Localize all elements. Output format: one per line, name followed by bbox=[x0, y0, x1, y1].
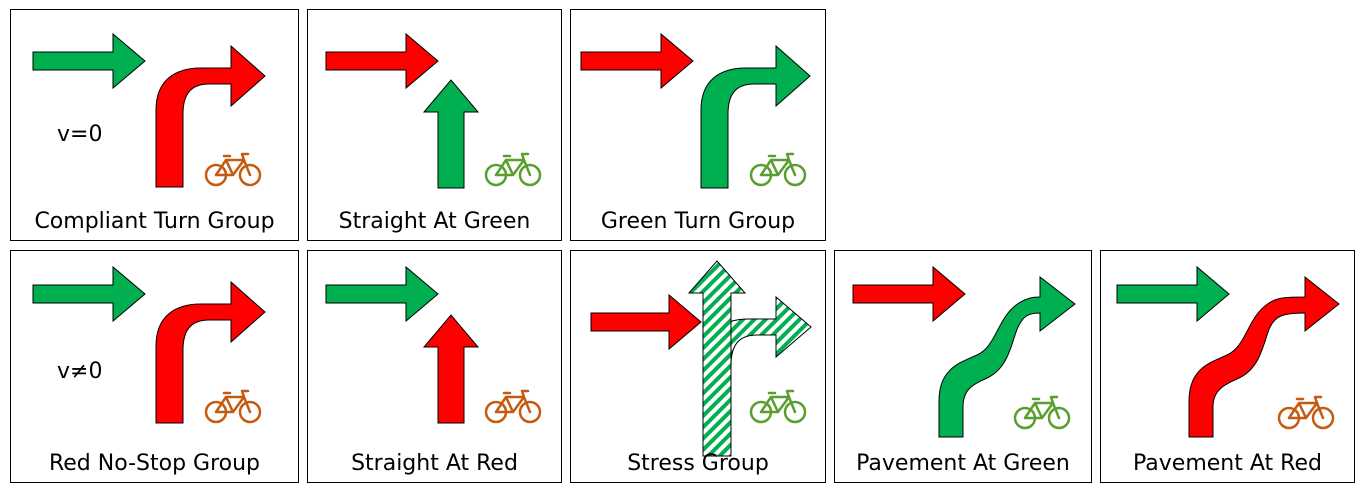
velocity-label: v≠0 bbox=[57, 359, 103, 384]
turn-arrow-icon bbox=[155, 280, 266, 424]
bicycle-icon bbox=[202, 385, 264, 425]
panel-straight-at-green: Straight At Green bbox=[307, 9, 562, 241]
panel-diagram bbox=[32, 265, 266, 424]
panel-caption: Stress Group bbox=[627, 451, 769, 476]
straight-arrow-icon bbox=[580, 32, 694, 90]
straight-arrow-icon bbox=[852, 265, 966, 323]
turn-arrow-icon bbox=[700, 44, 811, 189]
panel-caption: Pavement At Green bbox=[856, 451, 1070, 476]
bicycle-icon bbox=[1011, 391, 1073, 431]
panel-caption: Pavement At Red bbox=[1133, 451, 1322, 476]
bicycle-icon bbox=[747, 385, 809, 425]
up-arrow-icon bbox=[422, 314, 480, 424]
panel-caption: Red No-Stop Group bbox=[48, 451, 261, 476]
bicycle-icon bbox=[747, 148, 809, 188]
panel-caption: Compliant Turn Group bbox=[34, 209, 275, 234]
turn-arrow-icon bbox=[155, 44, 266, 188]
up-arrow-icon bbox=[422, 79, 480, 189]
panel-diagram bbox=[325, 32, 480, 189]
panel-diagram bbox=[1116, 265, 1340, 438]
s-curve-arrow-icon bbox=[938, 275, 1076, 438]
hatched-up-arrow-icon bbox=[687, 260, 747, 457]
straight-arrow-icon bbox=[32, 32, 146, 90]
straight-arrow-icon bbox=[325, 265, 439, 323]
straight-arrow-icon bbox=[1116, 265, 1230, 323]
bicycle-icon bbox=[482, 148, 544, 188]
panel-pavement-at-green: Pavement At Green bbox=[834, 250, 1092, 483]
panel-straight-at-red: Straight At Red bbox=[307, 250, 562, 483]
bicycle-icon bbox=[482, 385, 544, 425]
bicycle-icon bbox=[202, 148, 264, 188]
bicycle-icon bbox=[1275, 391, 1337, 431]
panel-diagram bbox=[852, 265, 1076, 438]
straight-arrow-icon bbox=[590, 293, 702, 351]
straight-arrow-icon bbox=[325, 32, 439, 90]
panel-diagram bbox=[590, 260, 812, 457]
panel-stress-group: Stress Group bbox=[570, 250, 826, 483]
velocity-label: v=0 bbox=[57, 122, 103, 147]
panel-diagram bbox=[580, 32, 811, 189]
panel-red-no-stop-group: v≠0 Red No-Stop Group bbox=[10, 250, 299, 483]
s-curve-arrow-icon bbox=[1188, 275, 1340, 438]
straight-arrow-icon bbox=[32, 265, 146, 323]
panel-caption: Green Turn Group bbox=[600, 209, 796, 234]
panel-pavement-at-red: Pavement At Red bbox=[1100, 250, 1355, 483]
panel-compliant-turn-group: v=0 Compliant Turn Group bbox=[10, 9, 299, 241]
panel-green-turn-group: Green Turn Group bbox=[570, 9, 826, 241]
panel-caption: Straight At Green bbox=[338, 209, 531, 234]
panel-diagram bbox=[325, 265, 480, 424]
panel-caption: Straight At Red bbox=[351, 451, 518, 476]
panel-diagram bbox=[32, 32, 266, 188]
